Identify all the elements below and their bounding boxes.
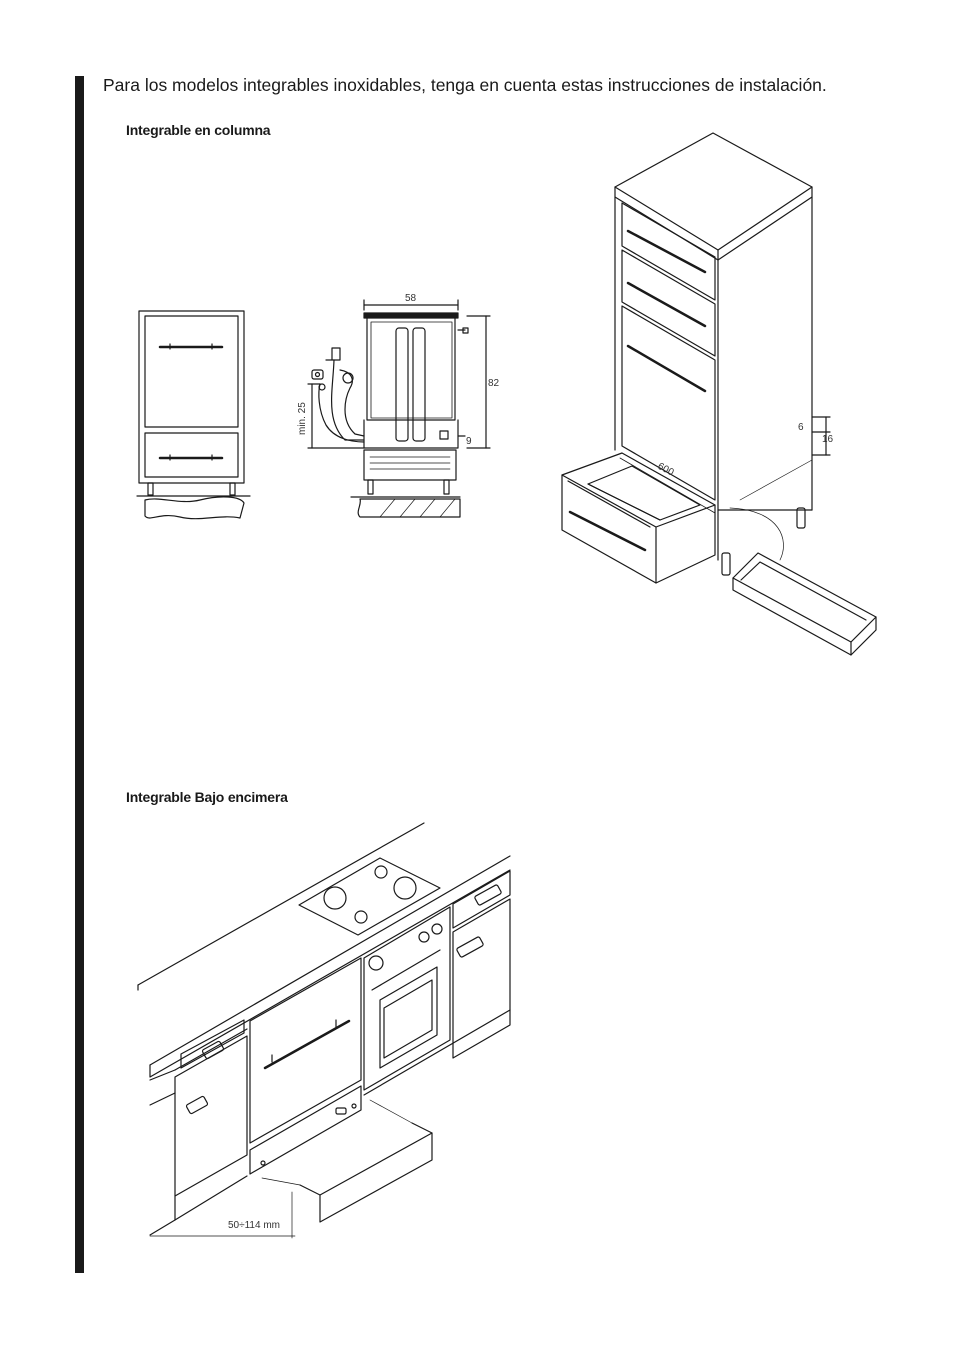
side-section-view: 58 82 9 min. 25 [297, 293, 500, 518]
tall-column-cabinet: 600 6 16 [561, 132, 877, 656]
dim-nine-label: 9 [466, 436, 472, 447]
dim-plinth-label: 50÷114 mm [228, 1220, 280, 1231]
dim-six-label: 6 [798, 422, 804, 433]
left-margin-bar [75, 76, 84, 1273]
front-view-cabinet [136, 310, 251, 520]
dim-height-label: 82 [488, 378, 500, 389]
intro-text: Para los modelos integrables inoxidables… [103, 75, 827, 95]
dim-min-label: min. 25 [297, 402, 308, 435]
heading-column-install: Integrable en columna [126, 122, 271, 138]
under-counter-kitchen: 50÷114 mm [137, 822, 511, 1239]
dim-width-label: 58 [405, 293, 417, 304]
heading-under-counter-install: Integrable Bajo encimera [126, 789, 288, 805]
dim-sixteen-label: 16 [822, 434, 834, 445]
